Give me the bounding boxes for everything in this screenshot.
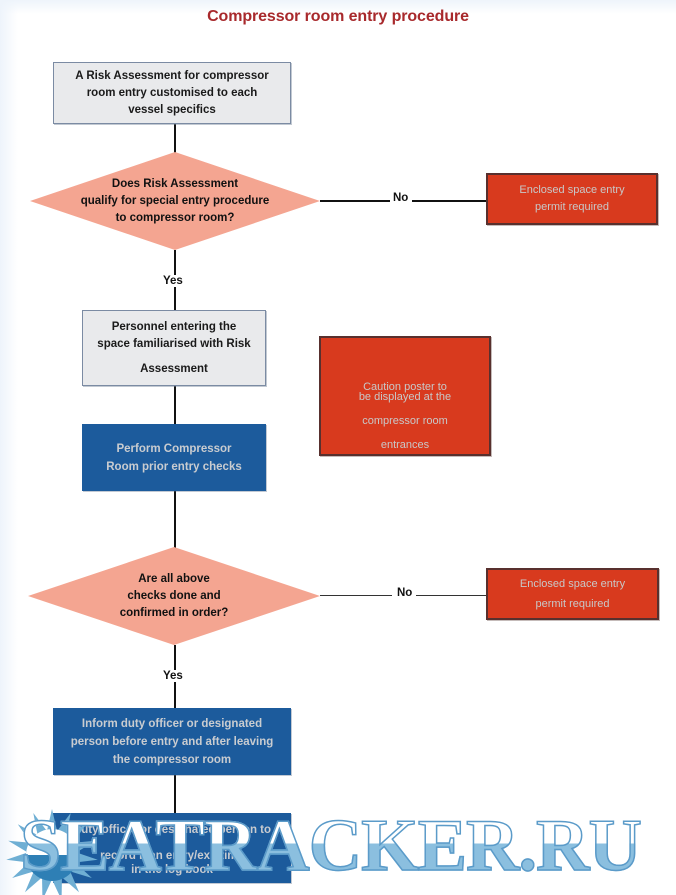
connector-confirm-no-left [320, 595, 392, 596]
node-caution-poster[interactable]: Caution poster to be displayed at the co… [319, 336, 491, 456]
node-caution-line1: Caution poster to [363, 381, 447, 393]
node-permit-required-top[interactable]: Enclosed space entry permit required [486, 173, 658, 225]
node-permit-bottom-line2: permit required [535, 598, 610, 610]
node-qualify-line1: Does Risk Assessment [111, 177, 239, 190]
node-permit-required-bottom[interactable]: Enclosed space entry permit required [486, 568, 659, 620]
node-personnel-line2: space familiarised with Risk [97, 337, 251, 350]
node-qualify-decision[interactable]: Does Risk Assessment qualify for special… [30, 152, 320, 250]
node-checks-done-decision[interactable]: Are all above checks done and confirmed … [28, 547, 320, 645]
node-risk-assessment-line2: room entry customised to each [86, 86, 258, 99]
node-record-line2: record man entry/exit time [100, 850, 244, 862]
node-caution-line4: entrances [380, 439, 430, 451]
node-personnel-line1: Personnel entering the [111, 320, 237, 333]
node-inform-line2: person before entry and after leaving [70, 735, 274, 748]
node-inform-line1: Inform duty officer or designated [81, 717, 263, 730]
node-record-log-book[interactable]: Duty officer or designated person to rec… [53, 813, 291, 883]
page-title: Compressor room entry procedure [207, 8, 469, 25]
edge-label-no-top: No [390, 192, 412, 204]
node-confirm-line1: Are all above [138, 572, 210, 585]
node-personnel-familiarised[interactable]: Personnel entering the space familiarise… [82, 310, 266, 386]
node-inform-line3: the compressor room [112, 753, 232, 766]
node-personnel-line3: Assessment [140, 362, 208, 375]
connector-qualify-no-left [320, 200, 392, 202]
node-personnel-spacer [89, 353, 259, 361]
edge-label-yes-top: Yes [160, 275, 186, 287]
node-risk-assessment-line3: vessel specifics [128, 103, 216, 116]
connector-confirm-no-right [416, 595, 486, 596]
node-qualify-line3: to compressor room? [115, 211, 235, 224]
node-prior-entry-checks[interactable]: Perform Compressor Room prior entry chec… [82, 424, 266, 491]
node-prior-checks-line1: Perform Compressor [116, 442, 232, 455]
node-risk-assessment-line1: A Risk Assessment for compressor [75, 69, 269, 82]
node-inform-duty-officer[interactable]: Inform duty officer or designated person… [53, 708, 291, 775]
connector-personnel-to-checks [174, 386, 176, 424]
node-record-line1: Duty officer or designated person to [72, 824, 272, 836]
node-risk-assessment[interactable]: A Risk Assessment for compressor room en… [53, 62, 291, 124]
node-confirm-line3: confirmed in order? [119, 606, 229, 619]
node-permit-top-line1: Enclosed space entry [519, 184, 625, 196]
node-caution-line2: be displayed at the [358, 391, 452, 403]
edge-label-no-bottom: No [394, 587, 416, 599]
connector-risk-assessment-to-qualify [174, 124, 176, 153]
connector-checks-to-confirm [174, 491, 176, 548]
node-record-line3: in the log book [131, 864, 213, 876]
node-confirm-line2: checks done and [127, 589, 221, 602]
node-permit-bottom-line1: Enclosed space entry [519, 578, 626, 590]
node-caution-line3: compressor room [362, 415, 448, 427]
connector-inform-to-record [174, 775, 176, 813]
edge-label-yes-bottom: Yes [160, 670, 186, 682]
connector-qualify-no-right [412, 200, 486, 202]
node-prior-checks-line2: Room prior entry checks [106, 460, 242, 473]
node-qualify-line2: qualify for special entry procedure [80, 194, 270, 207]
node-permit-top-line2: permit required [535, 201, 609, 213]
